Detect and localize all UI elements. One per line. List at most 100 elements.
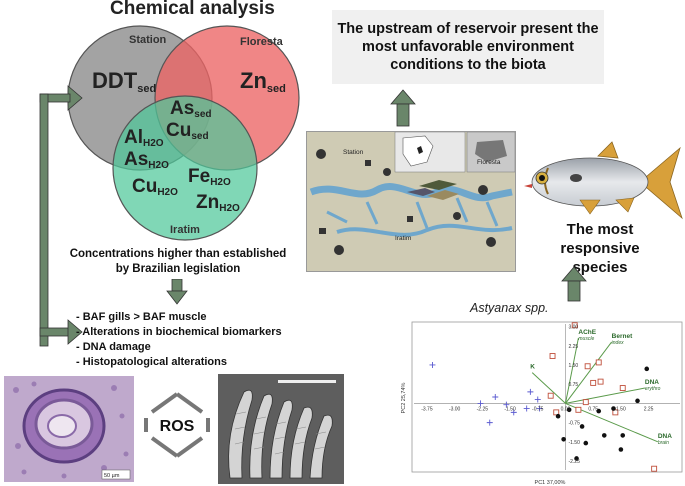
pca-point-square <box>651 465 658 472</box>
pca-point-plus <box>492 394 499 400</box>
pca-y-tick-label: -1.50 <box>568 440 580 446</box>
histology-micrograph: 50 µm <box>4 376 134 482</box>
pca-point-dot <box>583 440 589 446</box>
pca-y-tick-label: 2.25 <box>568 344 578 350</box>
pca-point-dot <box>601 433 607 438</box>
pca-point-plus <box>534 396 541 403</box>
feedback-bracket-arrow <box>39 85 83 347</box>
effect-item: - Alterations in biochemical biomarkers <box>76 326 282 338</box>
pca-point-square <box>590 379 597 386</box>
venn-station-label: Station <box>129 34 167 46</box>
effect-item: - DNA damage <box>76 341 151 353</box>
map-station-label: Station <box>343 149 364 156</box>
venn-ddt-label: DDTsed <box>92 68 156 95</box>
venn-cu-h2o-label: CuH2O <box>132 176 178 198</box>
pca-vector <box>531 372 566 404</box>
pca-frame <box>411 321 683 473</box>
pca-point-dot <box>561 436 566 442</box>
effects-list: - BAF gills > BAF muscle - Alterations i… <box>76 310 282 370</box>
pca-vector-label: K <box>530 364 535 371</box>
pca-point-plus <box>429 361 436 368</box>
venn-al-h2o-label: AlH2O <box>124 127 164 149</box>
pca-x-tick-label: 0.00 <box>561 406 571 412</box>
sem-gill-image <box>218 374 344 484</box>
species-title: The most responsive species <box>560 221 640 276</box>
ros-badge: ROS <box>144 392 210 458</box>
pca-vector <box>565 387 645 404</box>
pca-point-square <box>619 385 626 391</box>
pca-x-tick-label: -3.00 <box>449 406 461 412</box>
venn-iratim-label: Iratim <box>170 224 200 236</box>
pca-point-plus <box>477 400 484 407</box>
pca-point-plus <box>536 405 543 412</box>
pca-point-dot <box>596 408 602 414</box>
venn-diagram: Station Floresta Iratim DDTsed Znsed Ass… <box>67 25 300 241</box>
pca-point-square <box>549 353 556 359</box>
pca-point-dot <box>635 398 640 404</box>
pca-point-square <box>597 378 604 385</box>
pca-y-tick-label: -0.75 <box>568 421 580 427</box>
pca-title: Astyanax spp. <box>470 301 549 315</box>
pca-point-square <box>595 359 602 366</box>
pca-x-tick-label: 2.25 <box>644 406 654 412</box>
pca-point-dot <box>555 413 561 419</box>
venn-zn-h2o-label: ZnH2O <box>196 192 240 214</box>
iratim-circle <box>112 95 258 241</box>
up-arrow-species-icon <box>561 266 587 302</box>
pca-point-dot <box>620 433 626 438</box>
page-title: Chemical analysis <box>110 0 275 19</box>
effect-item: - Histopatological alterations <box>76 356 227 368</box>
pca-point-square <box>547 392 554 399</box>
pca-point-square <box>575 406 582 413</box>
pca-point-dot <box>611 406 616 411</box>
pca-x-tick-label: 1.50 <box>616 406 626 412</box>
venn-cu-sed-label: Cused <box>166 120 209 142</box>
pca-y-tick-label: 1.50 <box>568 363 578 369</box>
pca-point-plus <box>527 388 534 395</box>
pca-point-plus <box>486 419 493 426</box>
micrograph-scale-label: 50 µm <box>104 473 120 479</box>
pca-y-tick-label: 0.75 <box>568 382 578 388</box>
venn-floresta-label: Floresta <box>240 36 284 48</box>
pca-point-square <box>584 363 591 370</box>
ros-label: ROS <box>160 418 195 435</box>
pca-y-tick-label: -2.25 <box>568 459 580 465</box>
pca-point-dot <box>618 447 624 452</box>
pca-point-plus <box>523 405 530 412</box>
pca-xlabel: PC1 37,00% <box>535 480 566 486</box>
pca-x-tick-label: -3.75 <box>421 406 433 412</box>
pca-ylabel: PC2 25,74% <box>401 382 407 413</box>
effect-item: - BAF gills > BAF muscle <box>76 311 207 323</box>
venn-as-h2o-label: AsH2O <box>124 149 169 171</box>
pca-y-tick-label: 3.00 <box>568 325 578 331</box>
astyanax-fish-illustration <box>524 141 683 220</box>
map-iratim-label: Iratim <box>395 235 411 242</box>
pca-x-tick-label: -2.25 <box>477 406 489 412</box>
pca-point-square <box>571 322 578 329</box>
pca-x-tick-label: 0.75 <box>588 406 598 412</box>
venn-as-sed-label: Assed <box>170 98 212 120</box>
pca-point-plus <box>510 409 517 416</box>
venn-zn-sed-label: Znsed <box>240 68 286 95</box>
pca-point-dot <box>574 456 579 461</box>
map-floresta-label: Floresta <box>477 159 501 166</box>
pca-point-dot <box>644 366 650 372</box>
pca-point-dot <box>579 424 585 429</box>
pca-x-tick-label: -0.75 <box>532 406 544 412</box>
conclusion-callout: The upstream of reservoir present the mo… <box>332 10 604 84</box>
pca-point-square <box>582 399 589 406</box>
reservoir-map: Station Floresta Iratim <box>306 131 516 272</box>
pca-vector <box>564 337 579 404</box>
up-arrow-icon <box>390 89 416 127</box>
pca-point-plus <box>503 401 510 408</box>
pca-point-dot <box>566 407 572 413</box>
down-arrow-icon <box>166 279 188 305</box>
venn-fe-h2o-label: FeH2O <box>188 166 231 188</box>
pca-vector <box>565 341 613 404</box>
pca-x-tick-label: -1.50 <box>504 406 516 412</box>
